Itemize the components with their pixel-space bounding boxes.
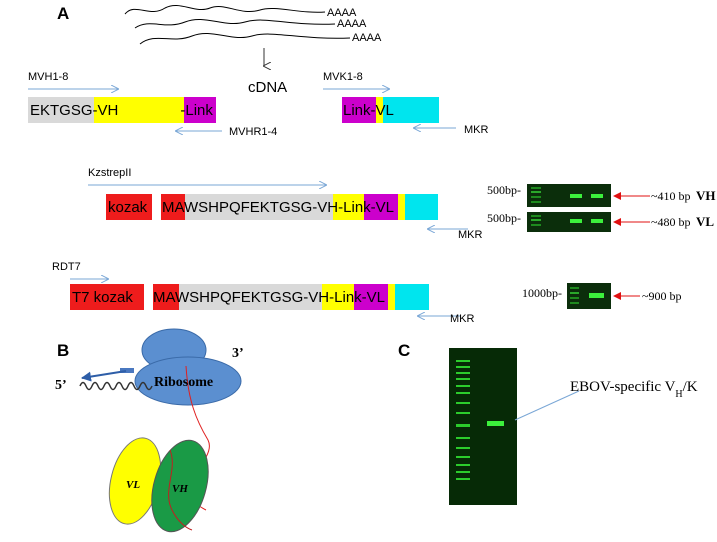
poly-a-1: AAAA (327, 7, 357, 19)
scfv-seg-link (364, 194, 398, 220)
ribosome-label: Ribosome (154, 375, 213, 390)
scfv-seg-kozak (106, 194, 152, 220)
vl-seg-dash (376, 97, 383, 123)
ribosome-large-subunit (134, 356, 242, 406)
scfv-seg-grey (185, 194, 333, 220)
gel-vh-band-2 (591, 194, 603, 198)
mrna-strand-2 (134, 18, 336, 29)
scfv-seg-vh (333, 194, 364, 220)
t7-seg-vh (322, 284, 354, 310)
three-prime-label: 3’ (232, 346, 244, 361)
vh-seg-link (184, 97, 216, 123)
scfv-construct-label: MAWSHPQFEKTGSG-VH-Link-VL (162, 199, 394, 216)
gel-vh-image (527, 184, 611, 207)
vh-domain (151, 439, 209, 533)
gel-vl: 500bp- ~480 bp VL (487, 211, 714, 232)
primer-mvhr: MVHR1-4 (229, 126, 277, 138)
panel-a-label: A (57, 4, 69, 23)
gel-vh-name: VH (696, 188, 716, 203)
gel-full-marker: 1000bp- (522, 286, 562, 300)
gel-c-pointer (514, 390, 580, 421)
five-prime-label: 5’ (55, 378, 67, 393)
gel-vl-marker: 500bp- (487, 211, 521, 225)
primer-mkr-3: MKR (450, 313, 475, 325)
gel-c-band (487, 421, 504, 426)
poly-a-2: AAAA (337, 18, 367, 30)
vh-domain-label: VH (172, 483, 188, 495)
gel-full-band (589, 293, 604, 298)
gel-vl-band-2 (591, 219, 603, 223)
mrna-strands (124, 4, 351, 45)
gel-full: 1000bp- ~900 bp (522, 283, 682, 309)
gel-c-annotation: EBOV-specific VH/K (570, 379, 698, 400)
t7-construct-label: MAWSHPQFEKTGSG-VH-Link-VL (153, 289, 385, 306)
gel-panel-c (449, 348, 517, 505)
gel-full-size: ~900 bp (642, 289, 682, 303)
cdna-label: cDNA (248, 79, 287, 96)
mrna-strand-1 (124, 4, 326, 15)
scfv-seg-vl (405, 194, 438, 220)
scfv-kozak-label: kozak (108, 199, 148, 216)
primer-direction-arrow (81, 370, 127, 382)
t7-seg-dash (388, 284, 395, 310)
vh-seg-yellow (94, 97, 184, 123)
t7-seg-grey (179, 284, 322, 310)
primer-bar (120, 368, 134, 373)
gel-vl-image (527, 212, 611, 232)
vh-construct-label: EKTGSG-VH-Link (30, 102, 213, 119)
poly-a-3: AAAA (352, 32, 382, 44)
t7-seg-ma (153, 284, 179, 310)
vh-seg-grey (28, 97, 94, 123)
t7-seg-vl (395, 284, 429, 310)
gel-vl-band-1 (570, 219, 582, 223)
primer-rdt7: RDT7 (52, 261, 81, 273)
gel-vh: 500bp- ~410 bp VH (487, 183, 716, 207)
primer-mkr-1: MKR (464, 124, 489, 136)
t7-kozak-label: T7 kozak (72, 289, 133, 306)
scfv-seg-dash (398, 194, 405, 220)
gel-vh-band-1 (570, 194, 582, 198)
vl-construct-label: Link-VL (343, 102, 394, 119)
panel-c-label: C (398, 341, 410, 360)
gel-c-ladder (456, 360, 470, 480)
mrna-strand-3 (139, 32, 351, 45)
gel-vh-size: ~410 bp (651, 189, 691, 203)
primer-mvh-fwd: MVH1-8 (28, 71, 68, 83)
t7-seg-link (354, 284, 388, 310)
vl-domain-label: VL (126, 479, 140, 491)
panel-b-label: B (57, 341, 69, 360)
t7-seg-kozak (70, 284, 144, 310)
primer-kzstrep: KzstrepII (88, 167, 131, 179)
gel-vl-size: ~480 bp (651, 215, 691, 229)
gel-vl-name: VL (696, 214, 714, 229)
scfv-seg-ma (161, 194, 185, 220)
ribosome-diagram (79, 328, 242, 533)
vl-seg-link (342, 97, 376, 123)
mrna-coil (79, 381, 153, 391)
vl-seg-vl (383, 97, 439, 123)
gel-vh-marker: 500bp- (487, 183, 521, 197)
primer-mvk-fwd: MVK1-8 (323, 71, 363, 83)
primer-mkr-2: MKR (458, 229, 483, 241)
